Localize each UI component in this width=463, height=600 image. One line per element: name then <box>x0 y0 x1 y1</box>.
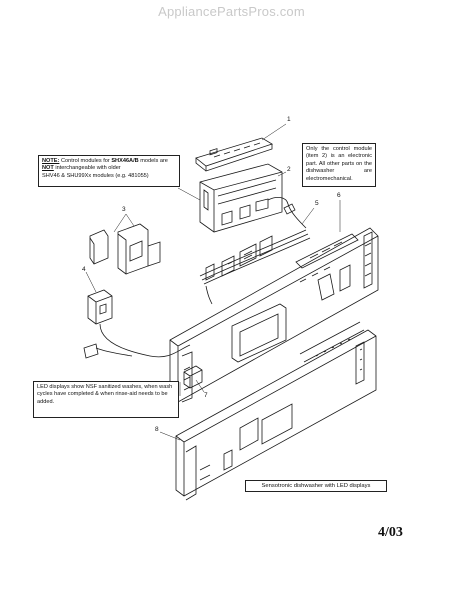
note-led-box: LED displays show NSF sanitized washes, … <box>33 381 179 418</box>
note-electronic-box: Only the control module (item 2) is an e… <box>302 143 376 187</box>
part-3-switch-brackets <box>89 223 161 275</box>
revision-date: 4/03 <box>378 525 403 540</box>
part-6-fascia-panel <box>169 227 379 403</box>
note-text-1: Control modules for <box>59 158 112 164</box>
callout-8: 8 <box>155 426 159 433</box>
part-7-knob <box>183 365 203 389</box>
caption-box: Sensotronic dishwasher with LED displays <box>245 480 387 492</box>
callout-5: 5 <box>315 200 319 207</box>
part-1-module-cover <box>195 137 273 172</box>
part-5-wire-harness <box>199 196 311 305</box>
note-text-2: models are <box>138 158 168 164</box>
callout-7: 7 <box>204 392 208 399</box>
callout-1: 1 <box>287 116 291 123</box>
note-label: NOTE: <box>42 158 60 164</box>
note-model: SHX46A/B <box>111 158 139 164</box>
note-text-3: interchangeable with older <box>53 165 121 172</box>
watermark-text: AppliancePartsPros.com <box>158 4 305 19</box>
part-4-switch <box>83 289 191 359</box>
part-2-control-module <box>199 163 283 233</box>
callout-2: 2 <box>287 166 291 173</box>
leader-lines <box>85 123 341 441</box>
callout-4: 4 <box>82 266 86 273</box>
note-modules-box: NOTE: Control modules for SHX46A/B model… <box>38 155 180 187</box>
callout-6: 6 <box>337 192 341 199</box>
note-text-4: SHV46 & SHU99Xx modules (e.g. 481055) <box>42 172 149 179</box>
note-not: NOT <box>42 165 54 172</box>
callout-3: 3 <box>122 206 126 213</box>
part-8-outer-panel <box>175 321 377 501</box>
